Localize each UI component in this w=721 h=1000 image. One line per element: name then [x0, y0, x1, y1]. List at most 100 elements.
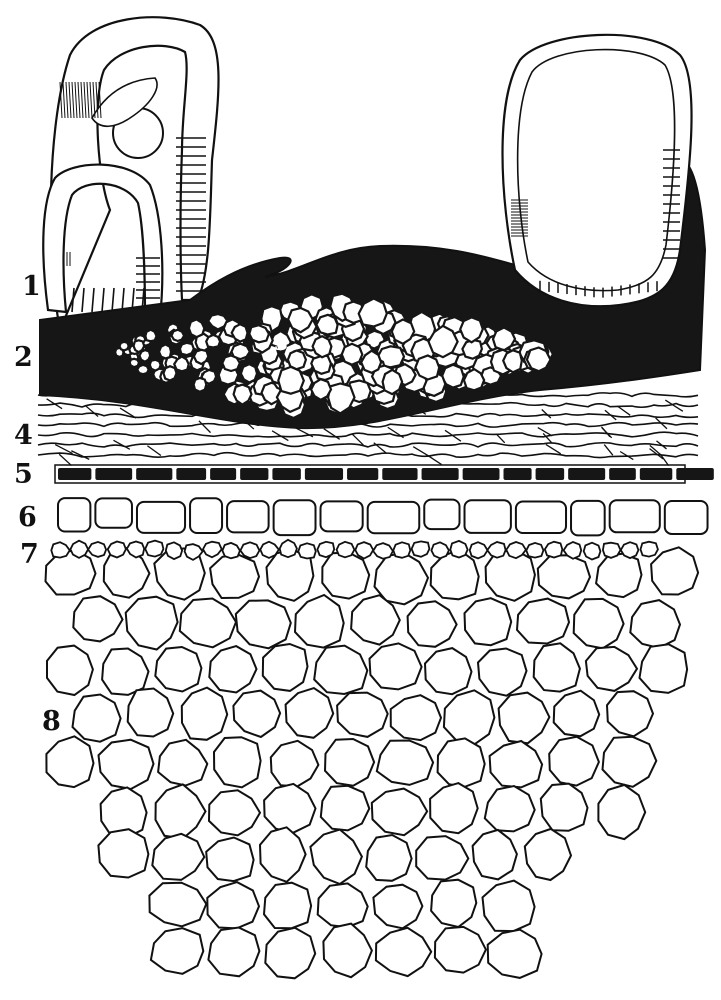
- layer-4-cross-wall: [427, 455, 442, 466]
- layer-4-cross-wall: [412, 446, 430, 458]
- parenchyma-cell: [261, 642, 309, 692]
- cluster-cell: [135, 363, 150, 376]
- parenchyma-cell: [97, 828, 150, 879]
- cluster-cell: [206, 312, 229, 331]
- cluster-cell: [390, 318, 416, 345]
- parenchyma-cell: [319, 784, 371, 832]
- cluster-cell: [459, 316, 484, 344]
- parenchyma-cell: [433, 925, 488, 974]
- layer-4-cross-wall: [119, 407, 137, 419]
- layer-4-cross-wall: [655, 417, 668, 430]
- cluster-cell: [311, 334, 333, 359]
- parenchyma-cell: [572, 597, 625, 650]
- parenchyma-cell: [180, 686, 229, 741]
- parenchyma-cell: [484, 548, 536, 602]
- layer-4-cross-wall: [294, 426, 314, 438]
- hair-left-rib: [71, 287, 75, 313]
- parenchyma-cell: [178, 597, 238, 649]
- cluster-cell: [192, 376, 208, 394]
- layer-4-cross-wall: [71, 450, 90, 460]
- layer-6-cell: [608, 499, 661, 534]
- hair-right-striation: [511, 199, 528, 237]
- parenchyma-cell: [72, 595, 124, 643]
- layer-7-cell: [601, 541, 622, 559]
- parenchyma-cell: [126, 687, 175, 738]
- layer-5-cell: [176, 468, 207, 480]
- cluster-cell: [157, 343, 173, 360]
- parenchyma-cell: [365, 833, 413, 882]
- parenchyma-cell: [430, 878, 478, 929]
- parenchyma-cell: [208, 645, 258, 694]
- parenchyma-cell: [262, 881, 313, 930]
- layer-5-cell: [609, 468, 636, 480]
- parenchyma-cell: [151, 832, 206, 881]
- parenchyma-cell: [207, 789, 262, 837]
- parenchyma-cell: [532, 642, 581, 693]
- layer-5-cell: [210, 468, 237, 480]
- cluster-cell: [381, 368, 404, 396]
- parenchyma-cell: [483, 784, 536, 833]
- layer-7-cell: [562, 541, 583, 560]
- layer-5-cell: [568, 468, 606, 480]
- parenchyma-cell: [429, 782, 479, 835]
- layer-7-cell: [505, 541, 527, 560]
- parenchyma-cell: [423, 647, 473, 696]
- layer-6-cell: [189, 497, 224, 535]
- layer-4-cross-wall: [271, 430, 289, 442]
- layer-7-cell: [372, 542, 394, 560]
- cluster-cell: [192, 348, 210, 366]
- hatch-line: [77, 81, 81, 119]
- parenchyma-cell: [209, 553, 261, 600]
- cluster-cell: [461, 338, 484, 360]
- layer-4-cross-wall: [649, 448, 664, 460]
- layer-7-cell: [392, 541, 412, 559]
- layer-4-cross-wall: [58, 453, 72, 467]
- parenchyma-cell: [234, 599, 292, 650]
- layer-4-cross-wall: [664, 399, 684, 412]
- layer-5-cell: [240, 468, 269, 480]
- hair-left-wall-ribs: [71, 137, 206, 313]
- parenchyma-cell: [463, 597, 513, 647]
- parenchyma-cell: [605, 690, 655, 738]
- layer-7-cell: [430, 541, 450, 560]
- cluster-cell: [162, 365, 178, 382]
- layer-7-cell: [449, 539, 469, 559]
- layer-4-cross-wall: [444, 429, 462, 442]
- parenchyma-cell: [584, 645, 639, 692]
- parenchyma-cell: [350, 594, 401, 646]
- parenchyma-cell: [370, 787, 429, 837]
- layer-5-cell: [304, 468, 344, 480]
- parenchyma-cell: [46, 644, 94, 697]
- layer-7-cell: [468, 541, 489, 560]
- layer-4-cross-wall: [198, 420, 212, 434]
- layer-4-cross-wall: [604, 409, 617, 421]
- parenchyma-cell: [595, 552, 643, 599]
- layer-5-cell: [382, 468, 418, 480]
- parenchyma-cell: [321, 551, 371, 600]
- layer-6-cell: [135, 500, 187, 534]
- layer-4-cross-wall: [659, 453, 670, 466]
- cluster-cell: [144, 328, 158, 343]
- parenchyma-cell: [313, 644, 369, 696]
- parenchyma-cell: [488, 739, 544, 789]
- layer-7-cell: [582, 541, 602, 561]
- cluster-cell: [118, 340, 130, 352]
- hatch-line: [86, 81, 90, 119]
- layer-7-cell: [354, 541, 375, 560]
- parenchyma-cell: [97, 738, 155, 791]
- parenchyma-cell: [374, 926, 433, 978]
- parenchyma-cell: [71, 693, 122, 743]
- cluster-cell: [132, 339, 146, 354]
- layer-4-cross-wall: [649, 444, 661, 455]
- parenchyma-cell: [293, 593, 345, 649]
- cluster-cell: [232, 383, 253, 406]
- layer-4-cross-wall: [46, 398, 63, 410]
- layer-7-cell: [221, 541, 241, 560]
- parenchyma-cell: [629, 599, 682, 650]
- cluster-cell: [357, 297, 388, 328]
- label-6: 6: [18, 502, 37, 533]
- cluster-cell: [326, 382, 356, 415]
- layer-7-cell: [144, 539, 165, 558]
- parenchyma-cell: [232, 689, 282, 739]
